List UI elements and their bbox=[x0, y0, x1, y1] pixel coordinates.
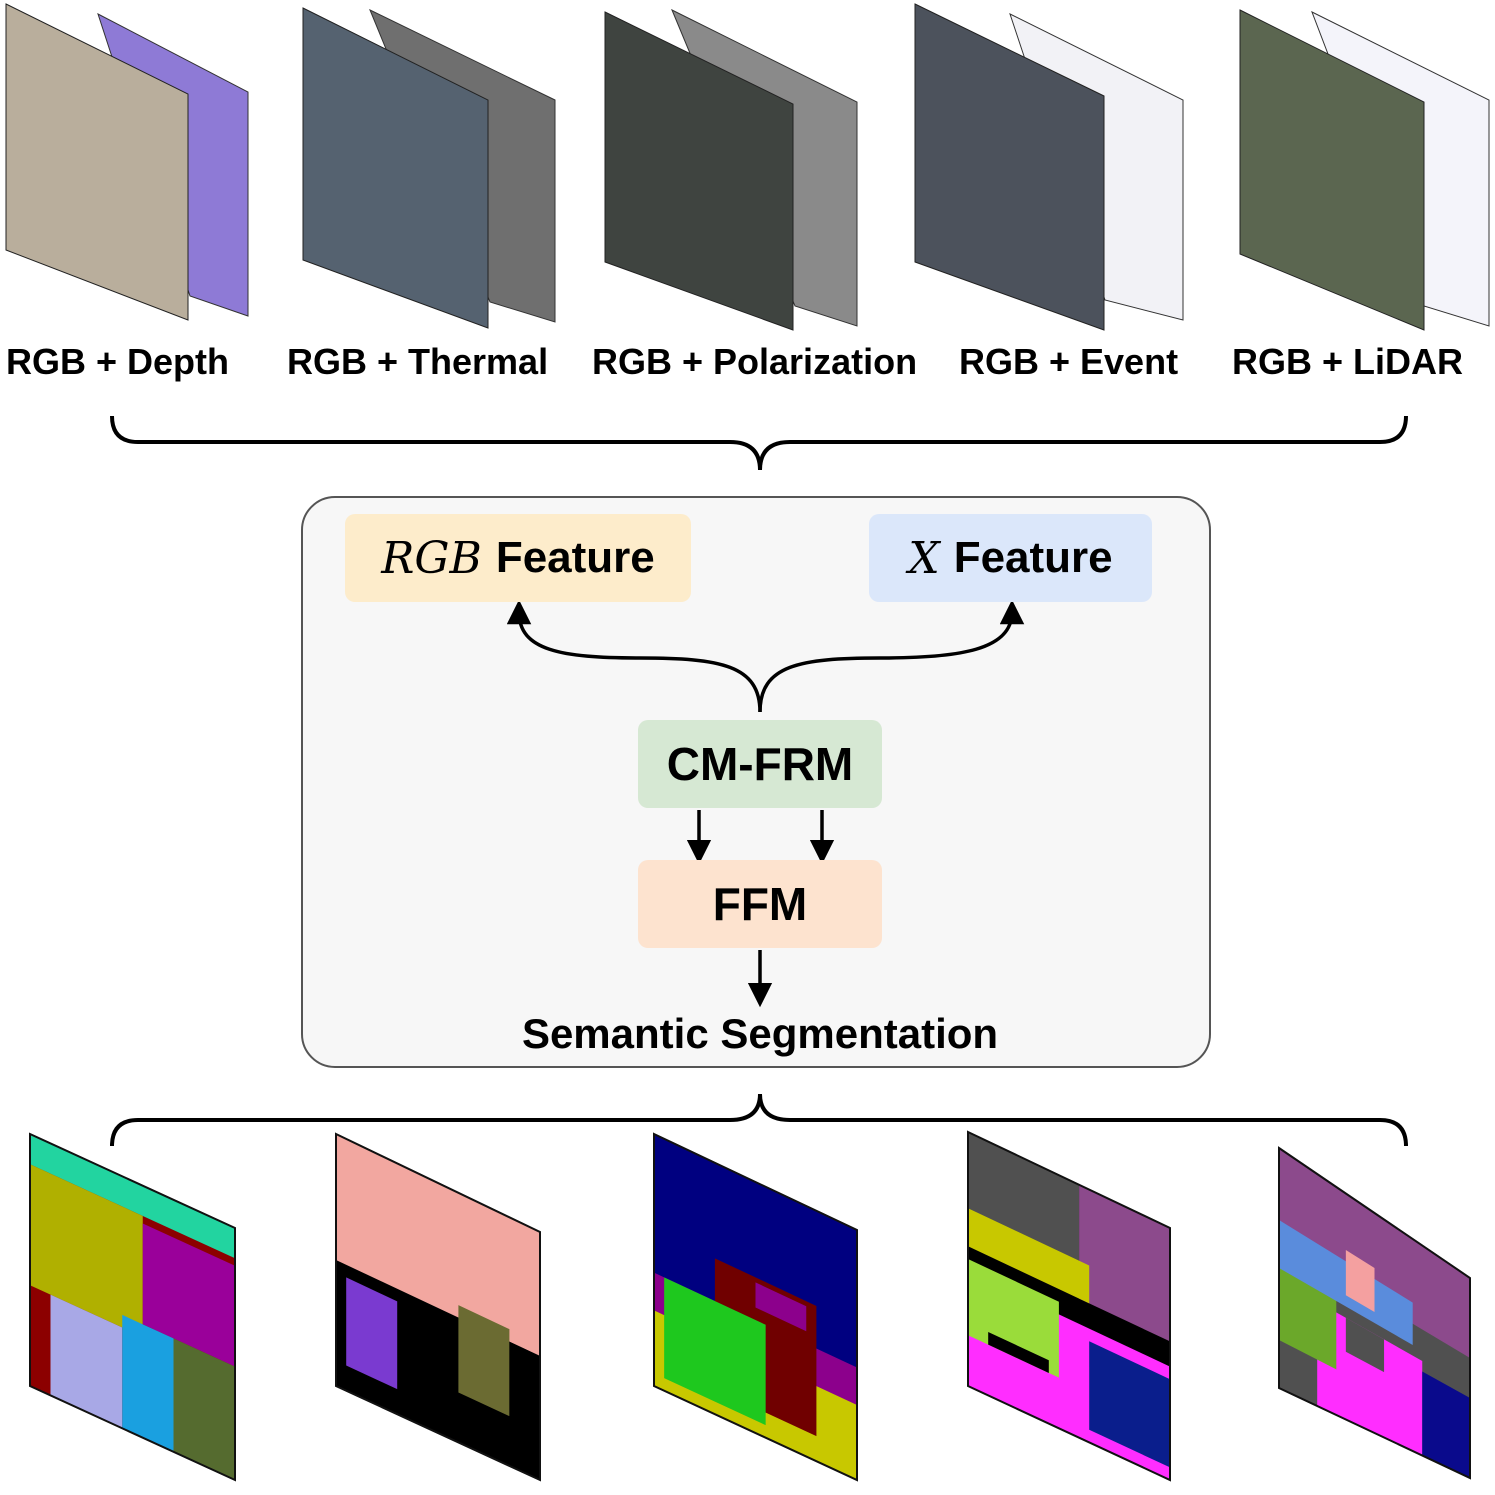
output-thermal-region bbox=[509, 1341, 540, 1456]
output-depth-frame bbox=[29, 1132, 236, 1482]
output-depth-region bbox=[30, 1134, 235, 1259]
output-depth-region bbox=[122, 1314, 174, 1452]
output-lidar-region bbox=[1345, 1317, 1385, 1373]
output-thermal-region bbox=[336, 1134, 540, 1356]
output-depth-region bbox=[30, 1164, 143, 1337]
input-lidar-rgb-image bbox=[1239, 9, 1425, 331]
output-depth-region bbox=[142, 1223, 235, 1367]
x-feature-box: X Feature bbox=[869, 514, 1152, 602]
output-depth-region bbox=[50, 1294, 123, 1429]
output-lidar-frame bbox=[1278, 1146, 1471, 1480]
output-depth-region bbox=[30, 1297, 51, 1396]
ffm-box: FFM bbox=[638, 860, 882, 948]
input-depth-rgb-image bbox=[5, 3, 189, 321]
arrow-to-x-feature bbox=[758, 599, 1025, 713]
input-modality-images bbox=[5, 3, 1490, 331]
top-brace bbox=[110, 415, 1408, 471]
input-polarization-rgb-image bbox=[604, 11, 794, 331]
input-label-depth: RGB + Depth bbox=[6, 341, 230, 382]
output-event-region bbox=[968, 1208, 1090, 1304]
rgb-feature-label: Feature bbox=[495, 533, 655, 582]
output-lidar-region bbox=[1317, 1301, 1423, 1456]
output-event-frame bbox=[967, 1130, 1171, 1482]
ffm-label: FFM bbox=[712, 878, 808, 930]
rgb-feature-box: RGB Feature bbox=[345, 514, 691, 602]
output-lidar-region bbox=[1345, 1250, 1375, 1312]
output-polarization-region bbox=[664, 1277, 766, 1426]
output-depth-region bbox=[173, 1338, 235, 1480]
input-label-event: RGB + Event bbox=[959, 341, 1179, 382]
output-thermal-frame bbox=[335, 1132, 541, 1482]
cm-frm-label: CM-FRM bbox=[666, 738, 854, 790]
rgb-feature-math: RGB bbox=[381, 532, 482, 584]
bottom-brace bbox=[110, 1093, 1408, 1147]
x-feature-math: X bbox=[908, 532, 940, 584]
cm-frm-box: CM-FRM bbox=[638, 720, 882, 808]
input-label-thermal: RGB + Thermal bbox=[287, 341, 549, 382]
input-event-rgb-image bbox=[914, 3, 1105, 331]
output-label: Semantic Segmentation bbox=[521, 1010, 999, 1057]
output-polarization-frame bbox=[653, 1132, 858, 1482]
input-label-polarization: RGB + Polarization bbox=[592, 341, 918, 382]
output-lidar-region bbox=[1422, 1371, 1470, 1478]
output-lidar-region bbox=[1279, 1148, 1470, 1358]
output-polarization-region bbox=[755, 1282, 807, 1332]
input-thermal-rgb-image bbox=[302, 7, 489, 329]
output-thermal-region bbox=[458, 1305, 510, 1417]
output-event-region bbox=[1089, 1341, 1170, 1468]
segmentation-output-images bbox=[29, 1130, 1471, 1482]
x-feature-label: Feature bbox=[953, 533, 1113, 582]
input-label-lidar: RGB + LiDAR bbox=[1232, 341, 1464, 382]
output-event-region bbox=[968, 1259, 1059, 1378]
arrow-to-rgb-feature bbox=[506, 599, 762, 713]
output-event-region bbox=[968, 1132, 1080, 1274]
output-event-region bbox=[988, 1331, 1049, 1373]
output-thermal-region bbox=[346, 1277, 398, 1390]
output-event-region bbox=[1079, 1184, 1170, 1342]
